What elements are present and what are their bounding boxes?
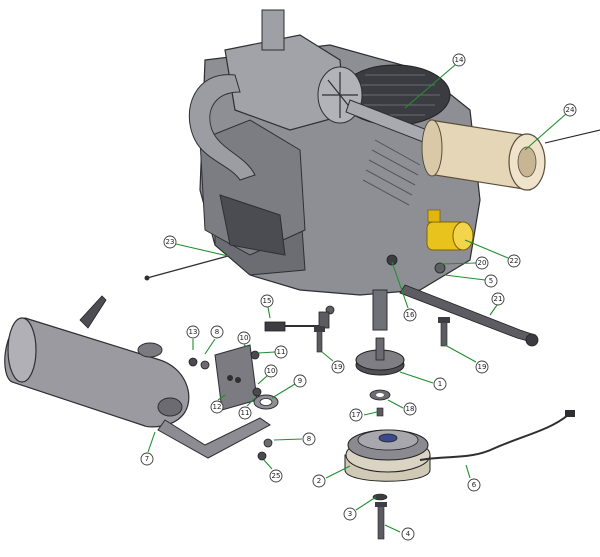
callout-24: 24 xyxy=(563,103,577,117)
callout-3: 3 xyxy=(343,507,357,521)
callout-16: 16 xyxy=(403,308,417,322)
svg-text:15: 15 xyxy=(263,297,272,305)
callout-13: 13 xyxy=(186,325,200,339)
callout-18: 18 xyxy=(403,402,417,416)
callout-6: 6 xyxy=(467,478,481,492)
svg-text:21: 21 xyxy=(494,295,503,303)
callout-1: 1 xyxy=(433,377,447,391)
spacer-18 xyxy=(369,389,391,401)
svg-text:25: 25 xyxy=(272,472,281,480)
bolt-4 xyxy=(375,502,387,540)
callout-23: 23 xyxy=(163,235,177,249)
callout-17: 17 xyxy=(349,408,363,422)
svg-text:9: 9 xyxy=(298,377,302,385)
callout-19b: 19 xyxy=(475,360,489,374)
callout-19a: 19 xyxy=(331,360,345,374)
air-filter-cartridge xyxy=(421,119,546,191)
callout-10a: 10 xyxy=(237,331,251,345)
callout-4: 4 xyxy=(401,527,415,541)
svg-text:13: 13 xyxy=(189,328,198,336)
svg-text:5: 5 xyxy=(489,277,493,285)
callout-8a: 8 xyxy=(210,325,224,339)
exhaust-gasket xyxy=(253,394,279,410)
svg-text:12: 12 xyxy=(213,403,222,411)
nuts-and-washers xyxy=(188,350,273,461)
svg-text:19: 19 xyxy=(334,363,343,371)
svg-text:24: 24 xyxy=(566,106,575,114)
svg-text:3: 3 xyxy=(348,510,352,518)
svg-text:6: 6 xyxy=(472,481,477,489)
svg-text:8: 8 xyxy=(215,328,219,336)
pulley-1 xyxy=(355,337,405,376)
clutch-wire xyxy=(419,410,575,461)
washer-3 xyxy=(372,493,388,501)
callout-21: 21 xyxy=(491,292,505,306)
bolt-19b xyxy=(438,317,450,347)
svg-text:18: 18 xyxy=(406,405,415,413)
callout-12: 12 xyxy=(210,400,224,414)
callout-10b: 10 xyxy=(264,364,278,378)
svg-text:22: 22 xyxy=(510,257,519,265)
svg-text:10: 10 xyxy=(267,367,276,375)
muffler xyxy=(4,295,271,459)
svg-text:8: 8 xyxy=(307,435,311,443)
callout-11b: 11 xyxy=(238,406,252,420)
svg-text:11: 11 xyxy=(241,409,250,417)
callout-2: 2 xyxy=(312,474,326,488)
engine-hardware xyxy=(325,254,446,315)
pto-clutch xyxy=(344,429,431,482)
starter-solenoid xyxy=(426,209,474,251)
callout-9: 9 xyxy=(293,374,307,388)
callout-20: 20 xyxy=(475,256,489,270)
callout-15: 15 xyxy=(260,294,274,308)
callout-22: 22 xyxy=(507,254,521,268)
svg-text:10: 10 xyxy=(240,334,249,342)
svg-text:4: 4 xyxy=(406,530,411,538)
callout-7: 7 xyxy=(140,452,154,466)
bolt-19a xyxy=(314,326,325,353)
engine-assembly xyxy=(188,9,481,331)
callout-25: 25 xyxy=(269,469,283,483)
key-17 xyxy=(376,407,384,417)
dipstick-line xyxy=(144,255,229,281)
oil-drain-hose xyxy=(399,284,539,347)
svg-text:17: 17 xyxy=(352,411,361,419)
svg-text:7: 7 xyxy=(145,455,149,463)
callouts: 14 24 23 22 20 5 21 15 xyxy=(140,53,577,541)
svg-text:16: 16 xyxy=(406,311,415,319)
svg-text:1: 1 xyxy=(438,380,442,388)
callout-14: 14 xyxy=(452,53,466,67)
svg-text:14: 14 xyxy=(455,56,464,64)
callout-8b: 8 xyxy=(302,432,316,446)
svg-text:23: 23 xyxy=(166,238,175,246)
svg-text:2: 2 xyxy=(317,477,321,485)
svg-text:11: 11 xyxy=(277,348,286,356)
svg-text:20: 20 xyxy=(478,259,487,267)
leader-lines xyxy=(147,64,600,533)
callout-11a: 11 xyxy=(274,345,288,359)
callout-5: 5 xyxy=(484,274,498,288)
svg-text:19: 19 xyxy=(478,363,487,371)
